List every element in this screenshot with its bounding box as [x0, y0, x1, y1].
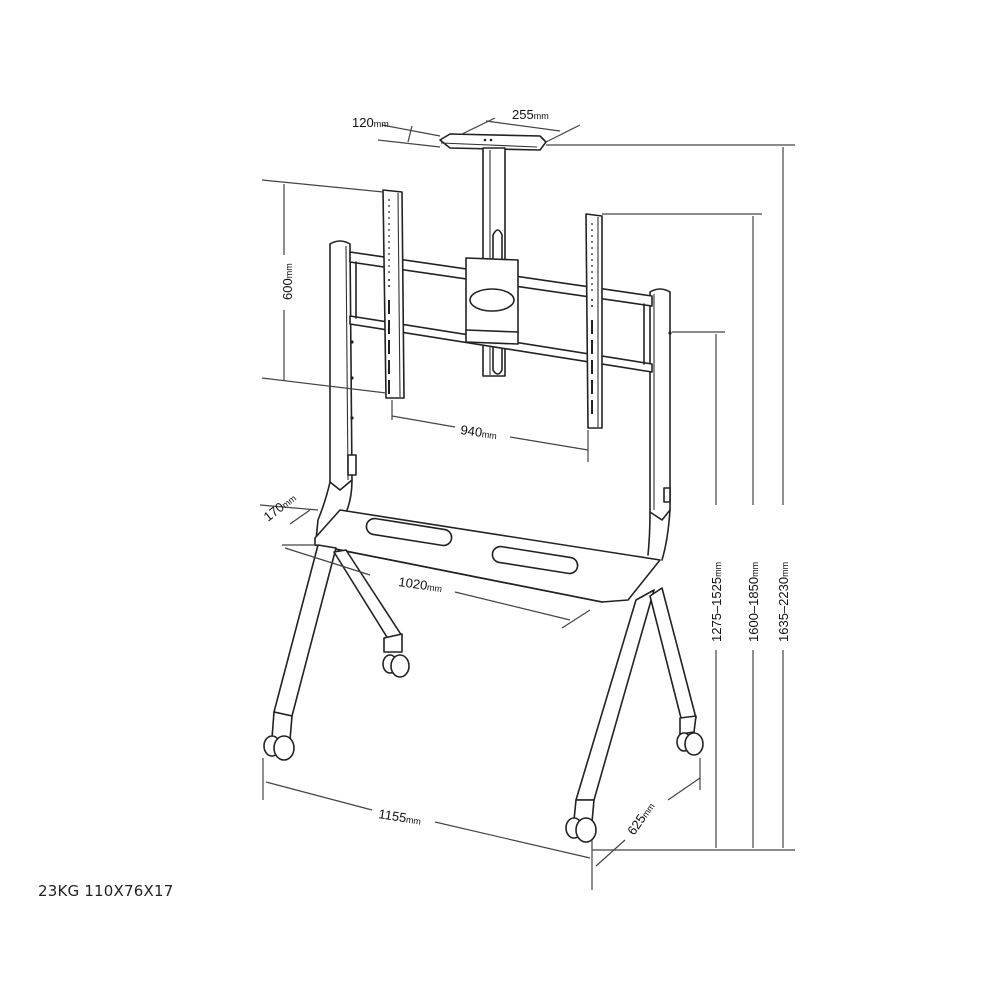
legs: [271, 544, 697, 823]
dim-height-total: 1635–2230mm: [776, 562, 791, 642]
vesa-arm-right: [585, 213, 603, 429]
spec-note: 23KG 110X76X17: [38, 882, 174, 900]
caster-wheels: [263, 654, 704, 843]
center-mount-plate: [465, 257, 519, 345]
right-upright: [647, 288, 672, 561]
vesa-holes: [388, 199, 593, 414]
dim-bracket-height: 600mm: [280, 263, 295, 300]
dim-base-width: 1155mm: [378, 806, 423, 828]
dim-height-center: 1275–1525mm: [709, 562, 724, 642]
dim-shelf-depth: 170mm: [261, 490, 299, 524]
caster-front-left: [263, 735, 295, 761]
dim-camera-shelf-depth: 120mm: [352, 115, 389, 130]
dim-shelf-width: 1020mm: [398, 574, 444, 595]
dim-bracket-width: 940mm: [460, 422, 498, 442]
caster-rear-right: [676, 732, 704, 756]
caster-front-right: [565, 817, 597, 843]
dimension-lines: [259, 117, 795, 890]
dim-height-top-bracket: 1600–1850mm: [746, 562, 761, 642]
caster-rear-left: [382, 654, 410, 678]
vesa-arm-left: [382, 189, 405, 399]
dim-base-depth: 625mm: [624, 799, 657, 838]
dim-camera-shelf-width: 255mm: [512, 107, 549, 122]
left-upright: [315, 240, 357, 541]
